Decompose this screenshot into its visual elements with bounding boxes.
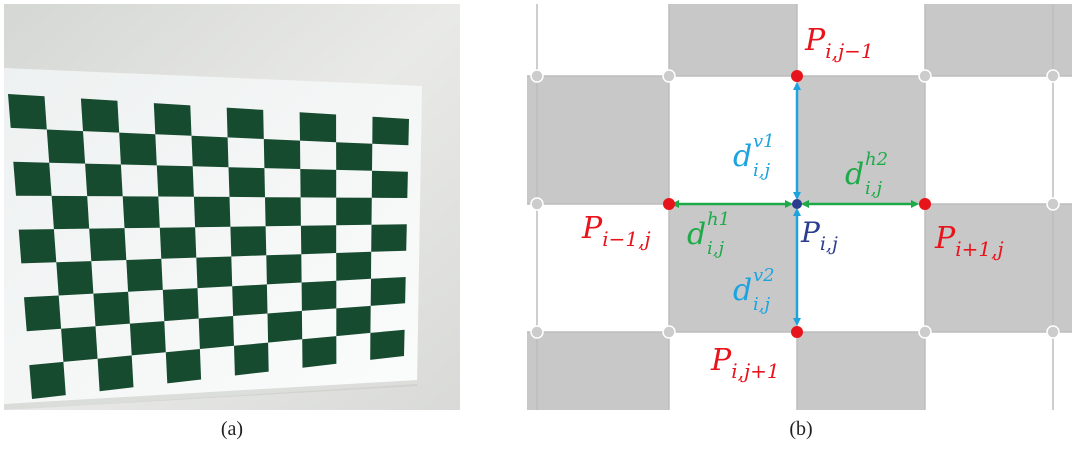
svg-text:i,j: i,j <box>707 238 724 259</box>
board-square <box>227 108 264 139</box>
corner-dot <box>919 70 931 82</box>
board-square <box>232 284 267 316</box>
board-square <box>13 162 51 196</box>
board-square <box>301 225 336 254</box>
corner-dot <box>663 326 675 338</box>
board-square <box>89 228 126 261</box>
svg-text:d: d <box>845 157 864 192</box>
grid-square <box>537 332 669 410</box>
corner-dot <box>1047 198 1059 210</box>
board-square <box>300 169 336 198</box>
board-square <box>265 197 301 226</box>
board-square <box>126 259 163 292</box>
grid-square <box>925 4 1053 76</box>
board-square <box>61 326 98 362</box>
grid-square-edge <box>527 76 537 204</box>
svg-text:d: d <box>733 273 752 308</box>
board-square <box>81 99 119 133</box>
svg-text:h1: h1 <box>707 209 730 230</box>
board-square <box>130 321 166 355</box>
label-dv1: d v1 i,j <box>733 131 775 181</box>
corner-dot-neighbor <box>663 198 675 210</box>
board-square <box>336 142 372 171</box>
board-square <box>29 362 66 399</box>
board-square <box>166 349 201 383</box>
svg-text:d: d <box>687 217 706 252</box>
board-square <box>19 229 57 263</box>
corner-dot <box>1047 70 1059 82</box>
board-square <box>160 227 197 259</box>
board-square <box>302 336 336 368</box>
board-square <box>56 261 93 295</box>
board-square <box>371 224 407 252</box>
board-square <box>47 130 85 164</box>
label-p-top: Pi,j−1 <box>804 23 874 63</box>
board-square <box>268 311 303 343</box>
board-square <box>154 103 192 136</box>
board-square <box>93 292 129 326</box>
board-square <box>370 330 404 360</box>
board-square <box>372 171 408 198</box>
board-square <box>194 197 231 228</box>
board-square <box>229 167 266 197</box>
corner-dot-neighbor <box>791 70 803 82</box>
svg-text:d: d <box>733 139 752 174</box>
corner-dot <box>531 70 543 82</box>
board-square <box>266 254 301 284</box>
board-square <box>372 117 409 146</box>
caption-b: (b) <box>771 418 831 441</box>
board-square <box>199 316 234 349</box>
label-p-left: Pi−1,j <box>581 211 651 251</box>
board-square <box>302 281 337 311</box>
corner-distance-diagram: Pi,j−1 Pi−1,j Pi+1,j Pi,j+1 Pi,j d v1 i,… <box>527 4 1072 410</box>
board-square <box>157 165 194 196</box>
board-square <box>230 226 266 256</box>
board-square <box>192 136 229 167</box>
label-p-bottom: Pi,j+1 <box>710 343 780 383</box>
board-square <box>371 277 406 306</box>
grid-square-edge <box>527 332 537 410</box>
grid-square <box>669 4 797 76</box>
board-square <box>119 133 157 166</box>
corner-dot <box>919 326 931 338</box>
caption-a: (a) <box>202 418 262 441</box>
corner-dot <box>531 198 543 210</box>
svg-text:h2: h2 <box>865 149 888 170</box>
svg-text:i,j: i,j <box>865 178 882 199</box>
board-square <box>98 355 134 391</box>
board-square <box>300 112 337 142</box>
label-p-center: Pi,j <box>800 216 838 255</box>
corner-dot <box>1047 326 1059 338</box>
grid-square <box>797 332 925 410</box>
board-square <box>234 343 269 376</box>
svg-text:v1: v1 <box>753 131 775 152</box>
corner-dot <box>531 326 543 338</box>
board-square <box>24 296 61 332</box>
checkerboard-photo <box>4 4 460 410</box>
board-square <box>163 288 199 321</box>
board-square <box>264 139 301 169</box>
board-square <box>336 306 370 336</box>
grid-square-edge <box>1053 204 1072 332</box>
grid-square <box>537 76 669 204</box>
svg-text:i,j: i,j <box>753 160 770 181</box>
board-square <box>336 198 372 226</box>
board-square <box>8 94 47 130</box>
board-square <box>123 196 160 228</box>
corner-dot-neighbor <box>919 198 931 210</box>
corner-dot <box>663 70 675 82</box>
board-square <box>85 164 123 197</box>
corner-dot-neighbor <box>791 326 803 338</box>
board-square <box>196 257 232 289</box>
svg-text:i,j: i,j <box>753 294 770 315</box>
svg-text:v2: v2 <box>753 265 775 286</box>
corner-dot-center <box>792 199 802 209</box>
board-square <box>52 196 90 229</box>
board-square <box>336 252 371 281</box>
grid-square-edge <box>1053 4 1072 76</box>
